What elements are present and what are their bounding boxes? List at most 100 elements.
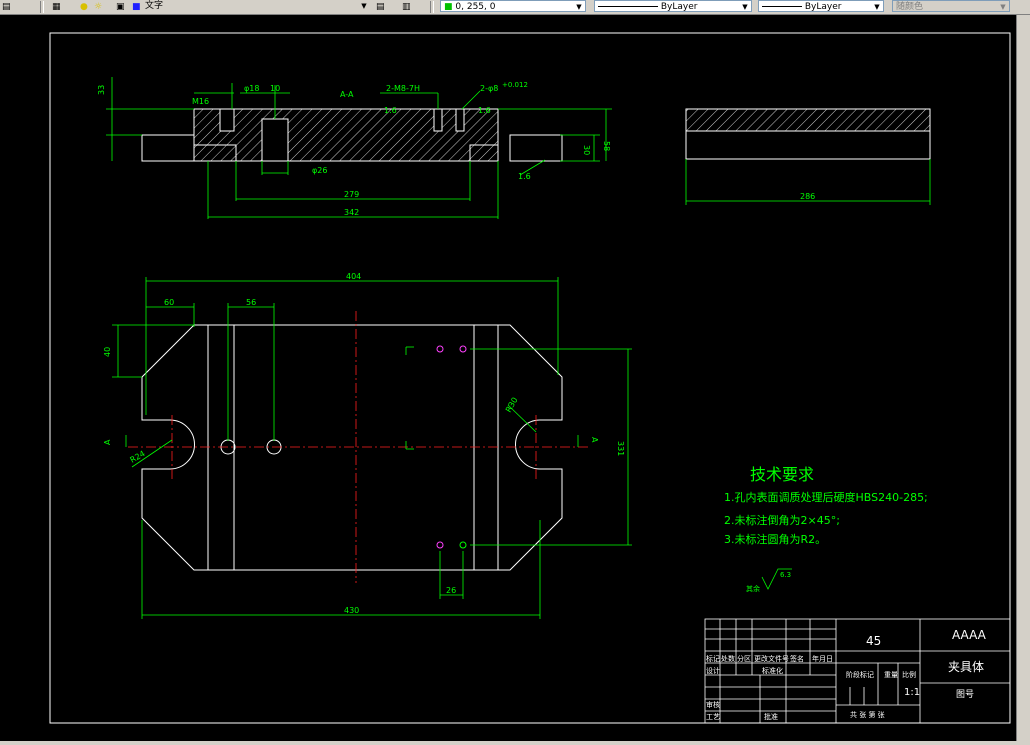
dim-10: 10 xyxy=(270,84,280,93)
title-block xyxy=(704,618,1011,724)
col-count: 处数 xyxy=(721,654,735,663)
roughness-symbol xyxy=(761,568,792,590)
plotstyle-dropdown[interactable]: 随颜色 ▼ xyxy=(892,0,1010,12)
dim-phi26: φ26 xyxy=(312,166,327,175)
section-mark-left: A xyxy=(103,439,112,445)
layers-icon[interactable]: ▦ xyxy=(52,2,61,12)
approve-label: 批准 xyxy=(764,712,778,721)
dim-phi18: φ18 xyxy=(244,84,259,93)
chevron-down-icon: ▼ xyxy=(1000,3,1006,11)
col-date: 年月日 xyxy=(812,654,833,663)
chevron-down-icon: ▼ xyxy=(742,3,748,11)
process-label: 工艺 xyxy=(706,713,720,721)
dim-331: 331 xyxy=(616,441,625,456)
col-change-doc: 更改文件号 xyxy=(754,654,789,663)
plan-view xyxy=(141,324,563,571)
dim-m16: M16 xyxy=(192,97,209,106)
chevron-down-icon: ▼ xyxy=(361,2,367,10)
col-signature: 签名 xyxy=(790,654,804,663)
dim-342: 342 xyxy=(344,208,359,217)
dim-thread-holes: 2-M8-7H xyxy=(386,84,420,93)
color-value: 0, 255, 0 xyxy=(455,2,496,12)
dim-section-label: A-A xyxy=(340,90,354,99)
lineweight-dropdown[interactable]: ByLayer ▼ xyxy=(758,0,884,12)
vertical-scrollbar[interactable] xyxy=(1016,15,1030,741)
part-name: 夹具体 xyxy=(948,660,984,674)
layer-color-swatch-icon: ■ xyxy=(132,2,141,12)
scale-value: 1:1 xyxy=(904,687,920,698)
toolbar-separator xyxy=(40,1,44,13)
dim-33: 33 xyxy=(97,85,106,95)
color-swatch-icon: ■ xyxy=(444,2,453,12)
properties-toolbar: ▤ ▦ ● ☼ ▣ ■ 文字 ▼ ▤ ▥ ■ 0, 255, 0 ▼ ByLay… xyxy=(0,0,1030,15)
plan-dimension-texts: 404 60 56 40 R24 R30 331 26 430 A A xyxy=(103,272,625,615)
dim-30: 30 xyxy=(582,145,591,155)
title-block-texts: 45 AAAA 夹具体 1:1 图号 阶段标记 重量 比例 标记 处数 分区 更… xyxy=(706,628,987,721)
plan-dimension-lines xyxy=(112,277,632,619)
col-zone: 分区 xyxy=(737,654,751,663)
chevron-down-icon: ▼ xyxy=(576,3,582,11)
tech-item-2: 2.未标注倒角为2×45°; xyxy=(724,513,840,527)
linetype-sample xyxy=(598,6,658,7)
dim-40: 40 xyxy=(103,347,112,357)
section-view-a-a xyxy=(141,108,563,162)
dim-tolerance: +0.012 xyxy=(502,81,528,89)
tech-title: 技术要求 xyxy=(750,465,814,484)
dim-279: 279 xyxy=(344,190,359,199)
lock-icon[interactable]: ▣ xyxy=(116,2,125,12)
stage-mark-label: 阶段标记 xyxy=(846,670,874,679)
dim-r30: R30 xyxy=(504,396,520,414)
dim-430: 430 xyxy=(344,606,359,615)
lightbulb-icon[interactable]: ● xyxy=(80,2,88,12)
toolbar-separator xyxy=(430,1,434,13)
color-dropdown[interactable]: ■ 0, 255, 0 ▼ xyxy=(440,0,586,12)
dim-56: 56 xyxy=(246,298,256,307)
dim-60: 60 xyxy=(164,298,174,307)
dim-26: 26 xyxy=(446,586,456,595)
sheet-border xyxy=(49,32,1011,724)
drawing-canvas[interactable]: M16 φ18 10 A-A 2-M8-7H 2-φ8 +0.012 33 58… xyxy=(0,15,1016,741)
tech-item-1: 1.孔内表面调质处理后硬度HBS240-285; xyxy=(724,490,928,504)
plan-pin-holes xyxy=(436,345,467,549)
standardize-label: 标准化 xyxy=(762,666,783,675)
section-dimension-texts: M16 φ18 10 A-A 2-M8-7H 2-φ8 +0.012 33 58… xyxy=(97,81,611,217)
other-roughness-label: 其余 xyxy=(746,584,760,593)
material: 45 xyxy=(866,634,881,648)
dim-58: 58 xyxy=(602,141,611,151)
linetype-dropdown[interactable]: ByLayer ▼ xyxy=(594,0,752,12)
dim-404: 404 xyxy=(346,272,361,281)
layer-stack-icon[interactable]: ▤ xyxy=(2,2,11,12)
side-dimension-lines xyxy=(685,159,931,205)
tech-item-3: 3.未标注圆角为R2。 xyxy=(724,532,826,546)
section-dimension-lines xyxy=(106,77,612,219)
plan-center-lines xyxy=(128,311,590,583)
other-roughness-value: 6.3 xyxy=(780,571,791,579)
weight-label: 重量 xyxy=(884,671,898,679)
chevron-down-icon: ▼ xyxy=(874,3,880,11)
section-mark-right: A xyxy=(590,437,599,443)
side-view xyxy=(685,108,931,160)
make-current-layer-icon[interactable]: ▤ xyxy=(376,2,385,12)
ratio-label: 比例 xyxy=(902,670,916,679)
layer-name: 文字 xyxy=(145,1,164,11)
roughness-1: 1.6 xyxy=(384,106,397,115)
layer-dropdown[interactable]: 文字 ▼ xyxy=(142,0,370,12)
cad-drawing: M16 φ18 10 A-A 2-M8-7H 2-φ8 +0.012 33 58… xyxy=(49,32,1011,724)
layer-previous-icon[interactable]: ▥ xyxy=(402,2,411,12)
col-mark: 标记 xyxy=(706,654,720,663)
dim-286: 286 xyxy=(800,192,815,201)
dim-pin-holes: 2-φ8 xyxy=(480,84,498,93)
review-label: 审核 xyxy=(706,700,720,709)
sun-icon[interactable]: ☼ xyxy=(94,2,103,12)
lineweight-value: ByLayer xyxy=(804,2,842,12)
technical-requirements: 技术要求 1.孔内表面调质处理后硬度HBS240-285; 2.未标注倒角为2×… xyxy=(724,465,928,593)
linetype-value: ByLayer xyxy=(660,2,698,12)
roughness-3: 1.6 xyxy=(518,172,531,181)
project-name: AAAA xyxy=(952,628,987,642)
design-label: 设计 xyxy=(706,666,720,675)
roughness-2: 1.6 xyxy=(478,106,491,115)
sheet-count: 共 张 第 张 xyxy=(850,710,885,719)
lineweight-sample xyxy=(762,6,802,7)
dim-r24: R24 xyxy=(129,449,147,465)
drawing-number-label: 图号 xyxy=(956,689,974,700)
